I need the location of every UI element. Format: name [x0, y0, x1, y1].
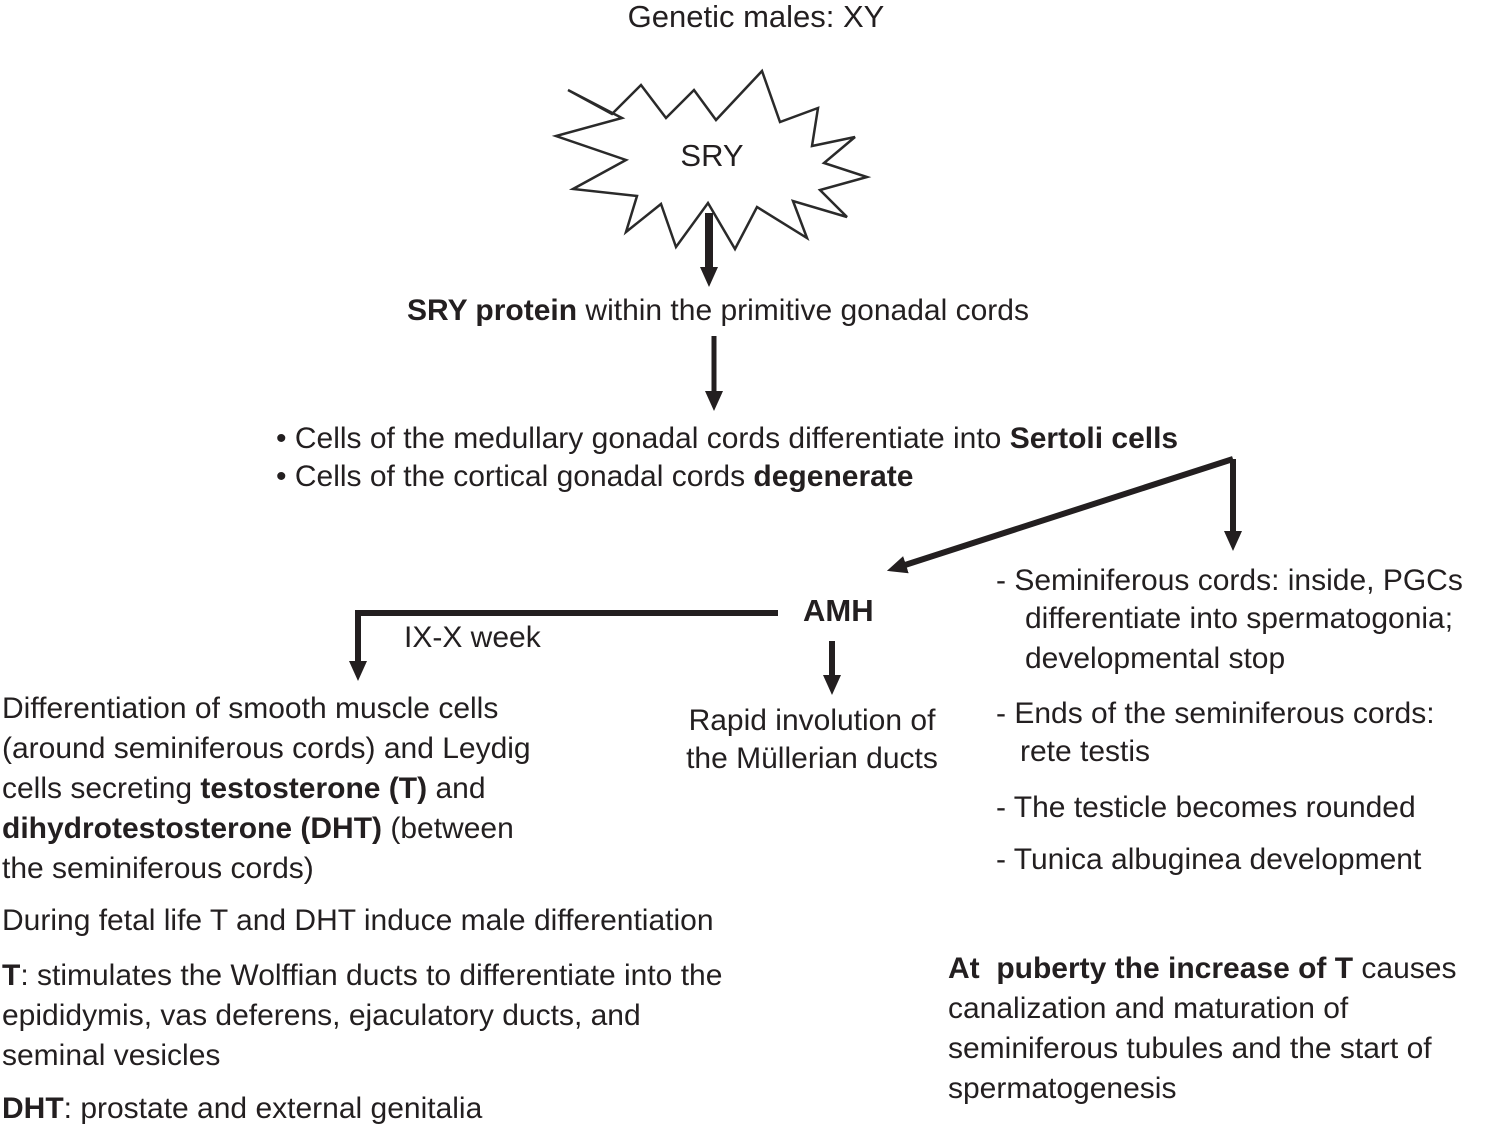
- puberty-line4: spermatogenesis: [948, 1072, 1177, 1105]
- sry-starburst-shape: [551, 68, 872, 252]
- bullet-bold: Sertoli cells: [1009, 422, 1179, 455]
- involution-text: Rapid involution of the Müllerian ducts: [662, 702, 962, 778]
- text-segment: (between: [382, 812, 514, 845]
- arrow-amh-to-leydig: [349, 610, 778, 681]
- bullet-text: • Cells of the cortical gonadal cords: [276, 460, 754, 493]
- fetal-life-line: During fetal life T and DHT induce male …: [2, 904, 714, 937]
- right-item-seminiferous-2: differentiate into spermatogonia;: [1025, 602, 1454, 635]
- bullet-text: • Cells of the medullary gonadal cords d…: [276, 422, 1010, 455]
- right-item-rete-2: rete testis: [1020, 735, 1151, 768]
- text-segment: causes: [1353, 952, 1457, 985]
- puberty-line3: seminiferous tubules and the start of: [948, 1032, 1432, 1065]
- text-segment: : prostate and external genitalia: [63, 1092, 483, 1125]
- sry-protein-line: SRY protein within the primitive gonadal…: [0, 292, 1436, 330]
- t-bold: T: [2, 959, 21, 992]
- involution-line1: Rapid involution of: [688, 704, 936, 737]
- t-line3: seminal vesicles: [2, 1039, 221, 1072]
- leydig-line1: Differentiation of smooth muscle cells: [2, 692, 499, 725]
- t-line1: T: stimulates the Wolffian ducts to diff…: [2, 957, 722, 995]
- leydig-line3: cells secreting testosterone (T) and: [2, 770, 486, 808]
- week-label: IX-X week: [404, 621, 541, 654]
- text-segment: : stimulates the Wolffian ducts to diffe…: [20, 959, 723, 992]
- page-title: Genetic males: XY: [627, 0, 885, 34]
- puberty-bold: At puberty the increase of T: [948, 952, 1354, 985]
- leydig-line2: (around seminiferous cords) and Leydig: [2, 732, 531, 765]
- t-line2: epididymis, vas deferens, ejaculatory du…: [2, 999, 641, 1032]
- sry-starburst: SRY: [551, 68, 872, 252]
- leydig-line4: dihydrotestosterone (DHT) (between: [2, 810, 514, 848]
- bullet-cortical-cords: • Cells of the cortical gonadal cords de…: [276, 458, 914, 496]
- right-item-seminiferous-3: developmental stop: [1025, 642, 1286, 675]
- text-segment: cells secreting: [2, 772, 201, 805]
- puberty-line1: At puberty the increase of T causes: [948, 950, 1456, 988]
- arrow-sertoli-to-amh: [886, 456, 1234, 574]
- right-item-seminiferous-1: - Seminiferous cords: inside, PGCs: [996, 564, 1463, 597]
- puberty-line2: canalization and maturation of: [948, 992, 1349, 1025]
- dht-line: DHT: prostate and external genitalia: [2, 1090, 482, 1128]
- text-segment: and: [427, 772, 486, 805]
- involution-line2: the Müllerian ducts: [686, 742, 938, 775]
- sry-label: SRY: [680, 138, 743, 173]
- leydig-line5: the seminiferous cords): [2, 852, 314, 885]
- dht-bold: DHT: [2, 1092, 64, 1125]
- bullet-medullary-cords: • Cells of the medullary gonadal cords d…: [276, 420, 1178, 458]
- bullet-bold: degenerate: [753, 460, 914, 493]
- right-item-tunica: - Tunica albuginea development: [996, 843, 1422, 876]
- sry-protein-rest: within the primitive gonadal cords: [577, 294, 1029, 327]
- testosterone-bold: testosterone (T): [200, 772, 428, 805]
- right-item-rete-1: - Ends of the seminiferous cords:: [996, 697, 1435, 730]
- sry-protein-bold: SRY protein: [407, 294, 578, 327]
- amh-label: AMH: [803, 593, 874, 628]
- dht-bold: dihydrotestosterone (DHT): [2, 812, 383, 845]
- right-item-testicle: - The testicle becomes rounded: [996, 791, 1416, 824]
